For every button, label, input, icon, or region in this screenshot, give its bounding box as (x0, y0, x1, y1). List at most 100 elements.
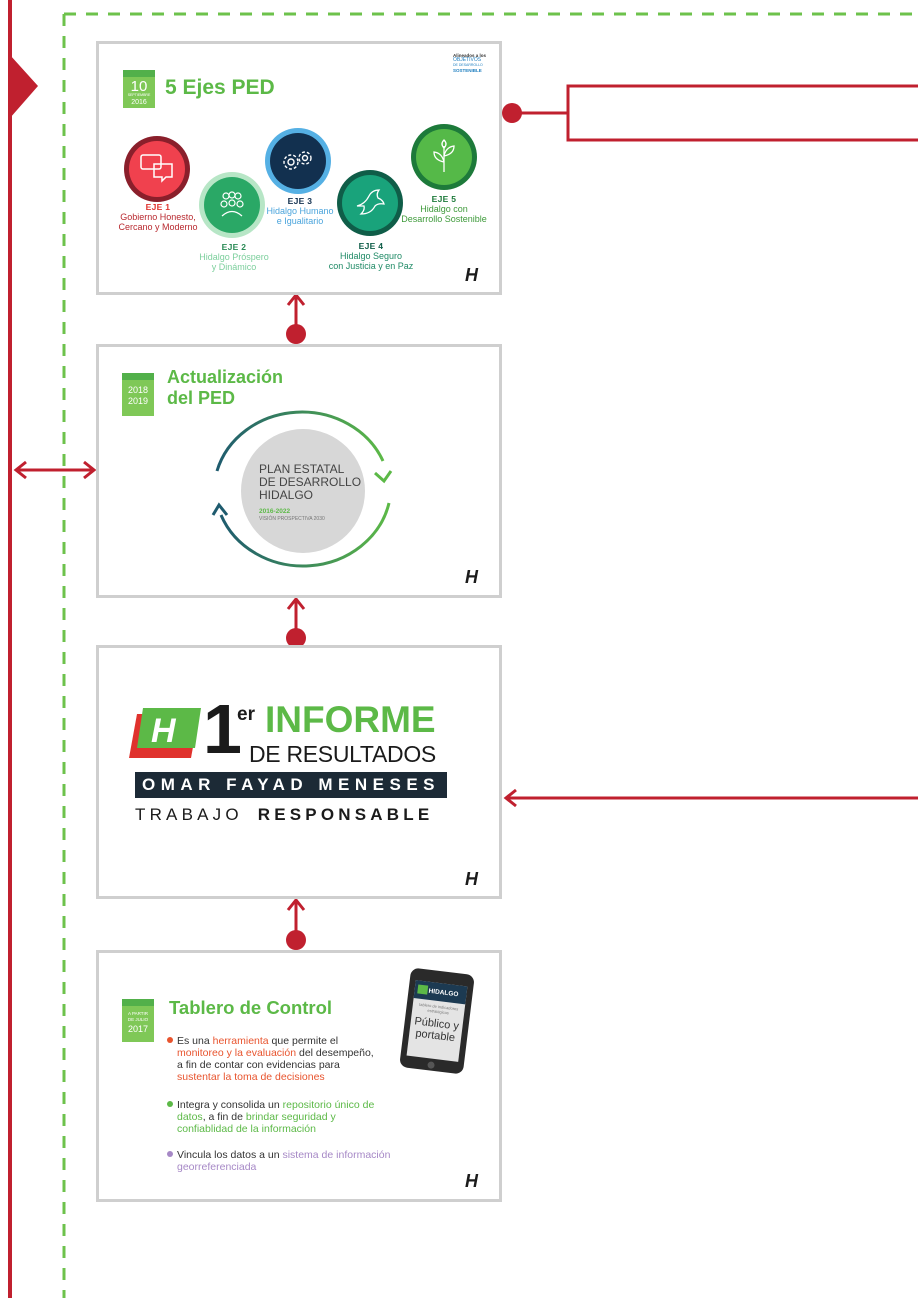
arrow-into-card4 (503, 788, 918, 808)
informe-number: 1 (203, 690, 242, 768)
double-arrow-left (13, 460, 97, 480)
eje2-circle (199, 172, 265, 238)
card-title: Actualización del PED (167, 367, 283, 409)
tablet-h-icon (417, 984, 429, 995)
card-actualizacion-ped: 2018 2019 Actualización del PED PLAN EST… (96, 344, 502, 598)
eje5-label: EJE 5 Hidalgo con Desarrollo Sostenible (389, 194, 499, 224)
plan-vision: VISIÓN PROSPECTIVA 2030 (259, 516, 325, 522)
bullet-1: Es una herramienta que permite el monito… (167, 1035, 397, 1083)
chat-bubbles-icon (140, 154, 173, 183)
eje5-text1: Hidalgo con (420, 204, 468, 214)
informe-word: INFORME (265, 699, 436, 740)
b2-d: , a fin de (202, 1111, 246, 1123)
eje5-circle (411, 124, 477, 190)
title-line1: Actualización (167, 367, 284, 387)
year-badge: 2018 2019 (122, 373, 154, 416)
b1-g: sustentar la toma de decisiones (177, 1071, 325, 1083)
eje4-circle (337, 170, 403, 236)
h-logo-icon: H (465, 265, 478, 285)
timeline-arrow-marker (10, 55, 38, 118)
b1-b: herramienta (212, 1035, 269, 1047)
card-primer-informe: H 1 er INFORME DE RESULTADOS OMAR FAYAD … (96, 645, 502, 899)
eje4-text2: con Justicia y en Paz (328, 261, 414, 271)
trabajo-text: TRABAJO (135, 805, 243, 824)
eje2-id: EJE 2 (221, 242, 247, 252)
ods-line2: DE DESARROLLO (453, 63, 483, 67)
connector-card1-card2 (286, 292, 306, 344)
tablet-sub: tablero de indicadores estratégicos (418, 1001, 459, 1016)
eje3-text2: e Igualitario (276, 216, 324, 226)
connector-card3-card4 (286, 897, 306, 950)
eje2-text2: y Dinámico (211, 262, 257, 272)
informe-subtitle: DE RESULTADOS (249, 741, 436, 767)
eje4-label: EJE 4 Hidalgo Seguro con Justicia y en P… (311, 241, 431, 271)
eje5-text2: Desarrollo Sostenible (401, 214, 487, 224)
b1-f: a fin de contar con evidencias para (177, 1059, 340, 1071)
eje2-text1: Hidalgo Próspero (199, 252, 269, 262)
eje1-text1: Gobierno Honesto, (120, 212, 196, 222)
eje5-id: EJE 5 (431, 194, 457, 204)
people-group-icon (220, 191, 244, 217)
trabajo-responsable: TRABAJO RESPONSABLE (135, 805, 455, 825)
date-month: SEPTIEMBRE (127, 93, 151, 97)
tablet-header: HIDALGO (413, 980, 468, 1005)
tablet-device: HIDALGO tablero de indicadores estratégi… (399, 967, 475, 1075)
card-5-ejes-ped: 10 SEPTIEMBRE 2016 5 Ejes PED Alineados … (96, 41, 502, 295)
eje1-text2: Cercano y Moderno (118, 222, 198, 232)
plan-text: PLAN ESTATAL DE DESARROLLO HIDALGO 2016-… (259, 462, 409, 523)
ods-small: Alineados a los (453, 53, 487, 58)
b3-c: georreferenciada (177, 1161, 257, 1173)
h-brand-logo: H (129, 708, 201, 758)
date-year: 2017 (127, 1024, 149, 1034)
plan-line1: PLAN ESTATAL (259, 462, 345, 476)
h-logo-icon: H (465, 567, 478, 587)
cycle-arrows-icon (211, 410, 393, 568)
tablet-brand: HIDALGO (428, 987, 459, 999)
name-text: OMAR FAYAD MENESES (141, 775, 440, 794)
card-title: 5 Ejes PED (165, 76, 275, 99)
plan-years: 2016-2022 (259, 508, 291, 515)
eje4-id: EJE 4 (358, 241, 384, 251)
year-start: 2018 (127, 385, 149, 395)
year-end: 2019 (127, 396, 149, 406)
plan-line2: DE DESARROLLO (259, 475, 362, 489)
b1-d: monitoreo y la evaluación (177, 1047, 297, 1059)
b1-e: del desempeño, (296, 1047, 374, 1059)
h-logo-icon: H (465, 869, 478, 889)
b1-c: que permite el (268, 1035, 339, 1047)
tablet-text: Público y portable (409, 1015, 464, 1045)
card-tablero-control: A PARTIR DE JULIO 2017 Tablero de Contro… (96, 950, 502, 1202)
eje4-text1: Hidalgo Seguro (339, 251, 403, 261)
date-small2: DE JULIO (127, 1016, 149, 1022)
title-line2: del PED (167, 388, 236, 408)
date-badge: A PARTIR DE JULIO 2017 (122, 999, 154, 1042)
ods-logo: Alineados a los OBJETIVOS DE DESARROLLO … (453, 53, 497, 73)
responsable-text: RESPONSABLE (257, 805, 434, 824)
dashed-frame (62, 12, 918, 1298)
eje3-label: EJE 3 Hidalgo Humano e Igualitario (245, 196, 355, 226)
date-day: 10 (130, 78, 148, 95)
dove-icon (356, 189, 385, 215)
date-year: 2016 (131, 98, 147, 106)
date-small1: A PARTIR (127, 1011, 149, 1016)
bullet-3: Vincula los datos a un sistema de inform… (167, 1149, 407, 1173)
name-banner: OMAR FAYAD MENESES (135, 772, 447, 798)
connector-card2-card3 (286, 596, 306, 648)
eje3-id: EJE 3 (287, 196, 313, 206)
eje3-text1: Hidalgo Humano (266, 206, 334, 216)
b2-e: brindar seguridad y (245, 1111, 336, 1123)
h-logo-icon: H (465, 1171, 478, 1191)
gears-icon (283, 151, 312, 170)
eje1-circle (124, 136, 190, 202)
card-title: Tablero de Control (169, 997, 333, 1018)
b2-b: repositorio único de (282, 1099, 375, 1111)
b2-c: datos (177, 1111, 203, 1123)
eje3-circle (265, 128, 331, 194)
b2-a: Integra y consolida un (177, 1099, 283, 1111)
eje2-label: EJE 2 Hidalgo Próspero y Dinámico (179, 242, 289, 272)
b2-f: confiablidad de la información (177, 1123, 316, 1135)
eje1-id: EJE 1 (145, 202, 171, 212)
svg-text:H: H (151, 712, 177, 750)
ods-line3: SOSTENIBLE (453, 68, 482, 73)
